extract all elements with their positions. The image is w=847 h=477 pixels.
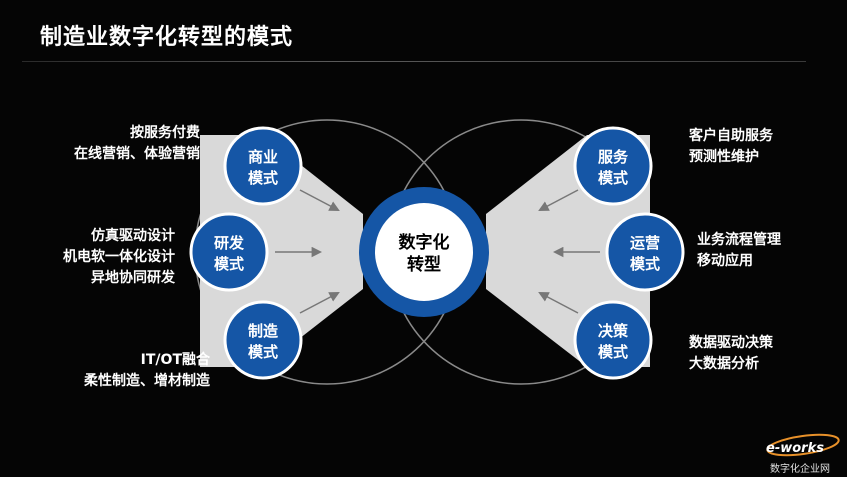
business-model-desc: 按服务付费 在线营销、体验营销	[74, 125, 200, 162]
svg-text:模式: 模式	[598, 343, 628, 361]
service-model-desc: 客户自助服务 预测性维护	[689, 128, 773, 165]
svg-text:商业: 商业	[248, 148, 278, 166]
svg-text:决策: 决策	[598, 322, 629, 340]
svg-text:制造: 制造	[248, 322, 278, 340]
node-service-model: 服务 模式	[573, 126, 653, 206]
node-decision-model: 决策 模式	[573, 300, 653, 380]
svg-text:模式: 模式	[214, 255, 244, 273]
center-node: 数字化 转型	[359, 187, 489, 317]
center-label-line1: 数字化	[399, 232, 450, 253]
svg-text:研发: 研发	[214, 234, 245, 252]
watermark-caption: 数字化企业网	[770, 464, 830, 475]
arrow-business-to-center	[299, 189, 340, 211]
manufacturing-model-desc: IT/OT融合 柔性制造、增材制造	[84, 352, 210, 389]
node-rnd-model: 研发 模式	[189, 212, 269, 292]
center-label-line2: 转型	[407, 254, 441, 275]
watermark-logo-text: e-works	[766, 441, 824, 456]
svg-text:模式: 模式	[598, 169, 628, 187]
node-manufacturing-model: 制造 模式	[223, 300, 303, 380]
eworks-logo	[766, 433, 840, 457]
arrow-manufacturing-to-center	[299, 292, 340, 314]
title-divider	[22, 61, 806, 62]
operation-model-desc: 业务流程管理 移动应用	[697, 232, 781, 269]
svg-text:模式: 模式	[248, 169, 278, 187]
arrow-service-to-center	[538, 189, 579, 211]
decision-model-desc: 数据驱动决策 大数据分析	[689, 335, 773, 372]
svg-text:服务: 服务	[598, 148, 629, 166]
arrow-decision-to-center	[538, 292, 579, 314]
node-business-model: 商业 模式	[223, 126, 303, 206]
rnd-model-desc: 仿真驱动设计 机电软一体化设计 异地协同研发	[63, 228, 175, 286]
svg-text:运营: 运营	[630, 234, 660, 252]
svg-text:模式: 模式	[630, 255, 660, 273]
page-title: 制造业数字化转型的模式	[40, 25, 294, 50]
node-operation-model: 运营 模式	[605, 212, 685, 292]
svg-text:模式: 模式	[248, 343, 278, 361]
